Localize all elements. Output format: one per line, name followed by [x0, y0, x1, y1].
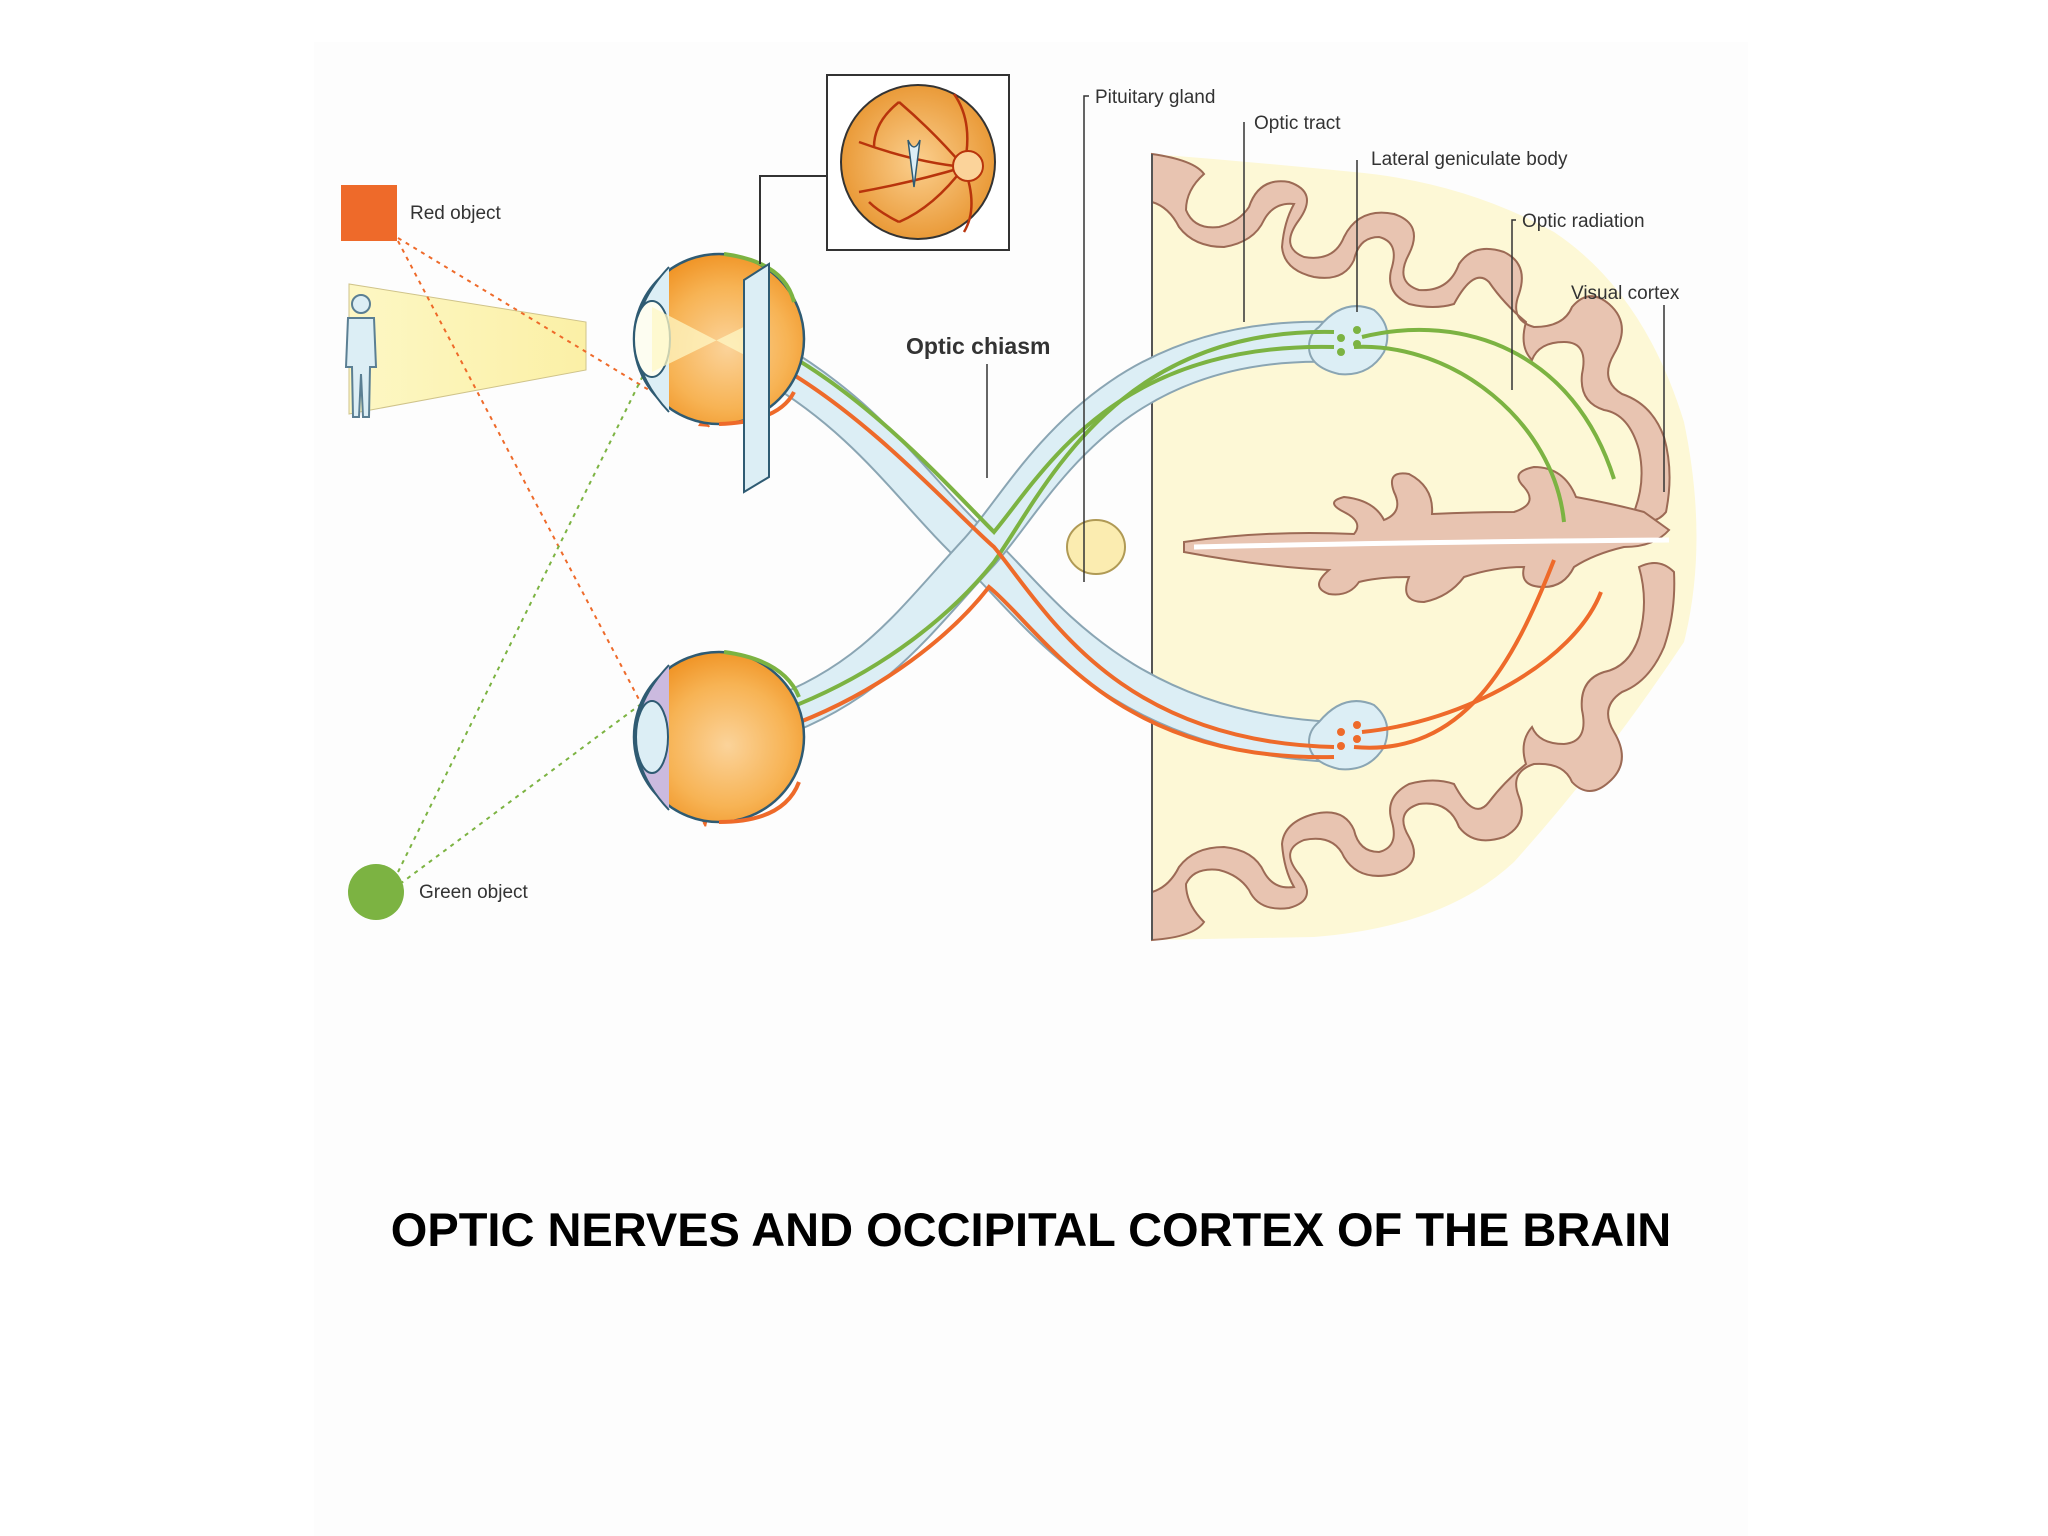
- pituitary-gland: [1066, 519, 1126, 575]
- diagram-panel: Red object Green object Optic chiasm Pit…: [314, 42, 1748, 1536]
- red-optic-radiation-lower: [1353, 559, 1556, 750]
- cortex-lower: [1151, 562, 1676, 942]
- label-visual-cortex: Visual cortex: [1571, 283, 1680, 304]
- label-optic-chiasm: Optic chiasm: [906, 333, 1050, 359]
- synapse-dots: [1337, 326, 1361, 750]
- green-optic-radiation-lower: [1353, 344, 1566, 523]
- label-pituitary-gland: Pituitary gland: [1095, 87, 1215, 108]
- red-ray-upper-eye: [397, 237, 711, 428]
- green-fiber-upper-eye: [783, 344, 1335, 535]
- red-fiber-lower-eye: [783, 584, 1335, 760]
- label-red-object: Red object: [410, 203, 502, 224]
- retina-projection-plate: [743, 262, 770, 494]
- green-fiber-lower-eye: [783, 329, 1335, 712]
- midline-fissure: [1193, 537, 1670, 550]
- person-figure-icon: [344, 294, 378, 418]
- green-object-circle: [348, 864, 404, 920]
- slide-caption: OPTIC NERVES AND OCCIPITAL CORTEX OF THE…: [390, 1203, 1672, 1256]
- lower-eye: [632, 650, 806, 824]
- calcarine-cortex: [1183, 465, 1671, 604]
- inset-connector: [759, 175, 827, 264]
- brain-section: [1151, 152, 1697, 942]
- retina-fundus-inset: [826, 74, 1010, 251]
- red-fiber-upper-eye: [782, 367, 1335, 749]
- label-lateral-geniculate-body: Lateral geniculate body: [1371, 149, 1568, 170]
- red-object-square: [341, 185, 397, 241]
- cortex-upper: [1151, 152, 1671, 522]
- green-optic-radiation-upper: [1361, 328, 1616, 480]
- label-optic-radiation: Optic radiation: [1522, 211, 1645, 232]
- light-beam: [348, 283, 587, 415]
- upper-eye: [632, 252, 806, 426]
- label-green-object: Green object: [419, 882, 529, 903]
- label-optic-tract: Optic tract: [1254, 113, 1341, 134]
- label-leaders: [986, 95, 1665, 582]
- lateral-geniculate-body-lower: [1307, 700, 1389, 771]
- visual-pathway-diagram: Red object Green object Optic chiasm Pit…: [341, 74, 1697, 942]
- red-optic-radiation-upper: [1361, 591, 1603, 734]
- optic-nerves: [751, 305, 1616, 771]
